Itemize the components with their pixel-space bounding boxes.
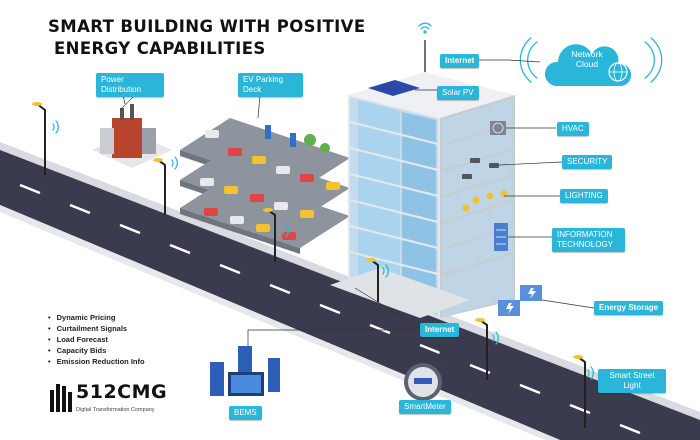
power-distribution-illustration <box>92 94 172 168</box>
label-internet-top: Internet <box>440 54 480 68</box>
page-title: SMART BUILDING WITH POSITIVE ENERGY CAPA… <box>48 16 366 60</box>
server-icon <box>494 223 508 251</box>
list-item: Load Forecast <box>48 334 145 345</box>
label-lighting: LIGHTING <box>560 189 608 203</box>
title-line-2: ENERGY CAPABILITIES <box>54 39 266 58</box>
connector-lines <box>121 59 595 363</box>
list-item: Curtailment Signals <box>48 323 145 334</box>
list-item: Dynamic Pricing <box>48 312 145 323</box>
label-power-distribution: Power Distribution <box>96 73 164 97</box>
ev-parking-deck-illustration <box>180 118 350 254</box>
smart-building-illustration <box>330 40 515 318</box>
label-bems: BEMS <box>229 406 262 420</box>
hvac-fan-icon <box>490 121 506 135</box>
label-network-cloud: Network Cloud <box>571 49 603 69</box>
bems-monitor-icon <box>210 346 280 396</box>
light-bulb-icon <box>462 190 508 212</box>
title-line-1: SMART BUILDING WITH POSITIVE <box>48 17 366 36</box>
label-smart-street-light: Smart Street Light <box>598 369 666 393</box>
list-item: Capacity Bids <box>48 345 145 356</box>
data-signals-list: Dynamic Pricing Curtailment Signals Load… <box>48 312 145 367</box>
street-light-lamps <box>32 102 583 359</box>
smart-meter-icon <box>404 363 442 401</box>
label-solar-pv: Solar PV <box>437 86 479 100</box>
battery-icon <box>498 285 542 316</box>
label-ev-parking-deck: EV Parking Deck <box>238 73 303 97</box>
logo-name: 512CMG <box>76 381 168 403</box>
label-security: SECURITY <box>562 155 613 169</box>
security-camera-icon <box>462 158 499 179</box>
list-item: Emission Reduction Info <box>48 356 145 367</box>
network-cloud-icon <box>544 44 632 86</box>
label-energy-storage: Energy Storage <box>594 301 664 315</box>
logo-subtitle: Digital Transformation Company <box>76 407 155 413</box>
label-information-technology: INFORMATION TECHNOLOGY <box>552 228 625 252</box>
logo-mark-icon <box>50 384 72 412</box>
label-smartmeter: SmartMeter <box>399 400 451 414</box>
label-hvac: HVAC <box>557 122 589 136</box>
wifi-icon <box>52 22 663 380</box>
label-internet-bottom: Internet <box>420 323 460 337</box>
